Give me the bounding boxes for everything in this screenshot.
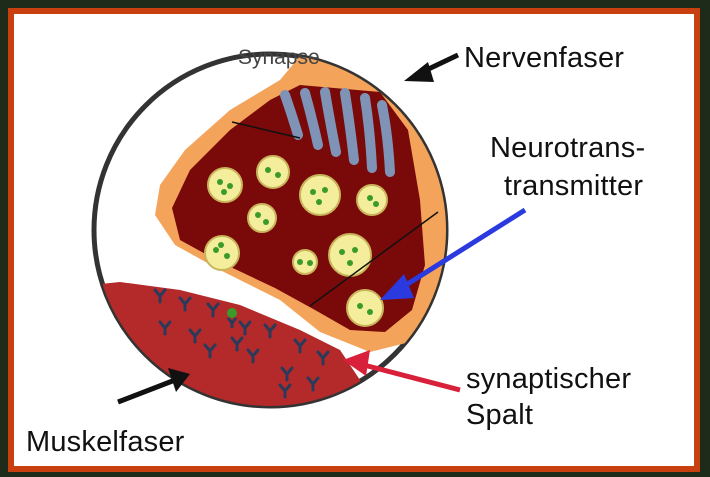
label-synapse: Synapse bbox=[238, 46, 320, 69]
microtubules bbox=[280, 87, 395, 177]
receptor-bound bbox=[226, 317, 238, 328]
label-neurotransmitter-line2: transmitter bbox=[504, 170, 644, 202]
arrow-nerve-fiber bbox=[404, 52, 460, 82]
pointer-line bbox=[309, 211, 439, 307]
arrow-muscle-fiber bbox=[117, 368, 190, 405]
pointer-line bbox=[231, 121, 301, 139]
label-nerve-fiber: Nervenfaser bbox=[464, 42, 625, 74]
label-synaptic-cleft-line2: Spalt bbox=[466, 399, 534, 431]
vesicles bbox=[204, 155, 388, 327]
vesicle-contents bbox=[213, 167, 379, 315]
muscle-fiber-shape bbox=[94, 282, 400, 406]
label-synaptic-cleft-line1: synaptischer bbox=[466, 363, 632, 395]
label-neurotransmitter-line1: Neurotrans- bbox=[490, 132, 646, 164]
arrow-neurotransmitter bbox=[380, 207, 527, 300]
label-muscle-fiber: Muskelfaser bbox=[26, 426, 185, 458]
arrow-synaptic-cleft bbox=[343, 350, 461, 393]
bound-transmitter bbox=[227, 308, 237, 318]
receptors bbox=[153, 288, 330, 399]
